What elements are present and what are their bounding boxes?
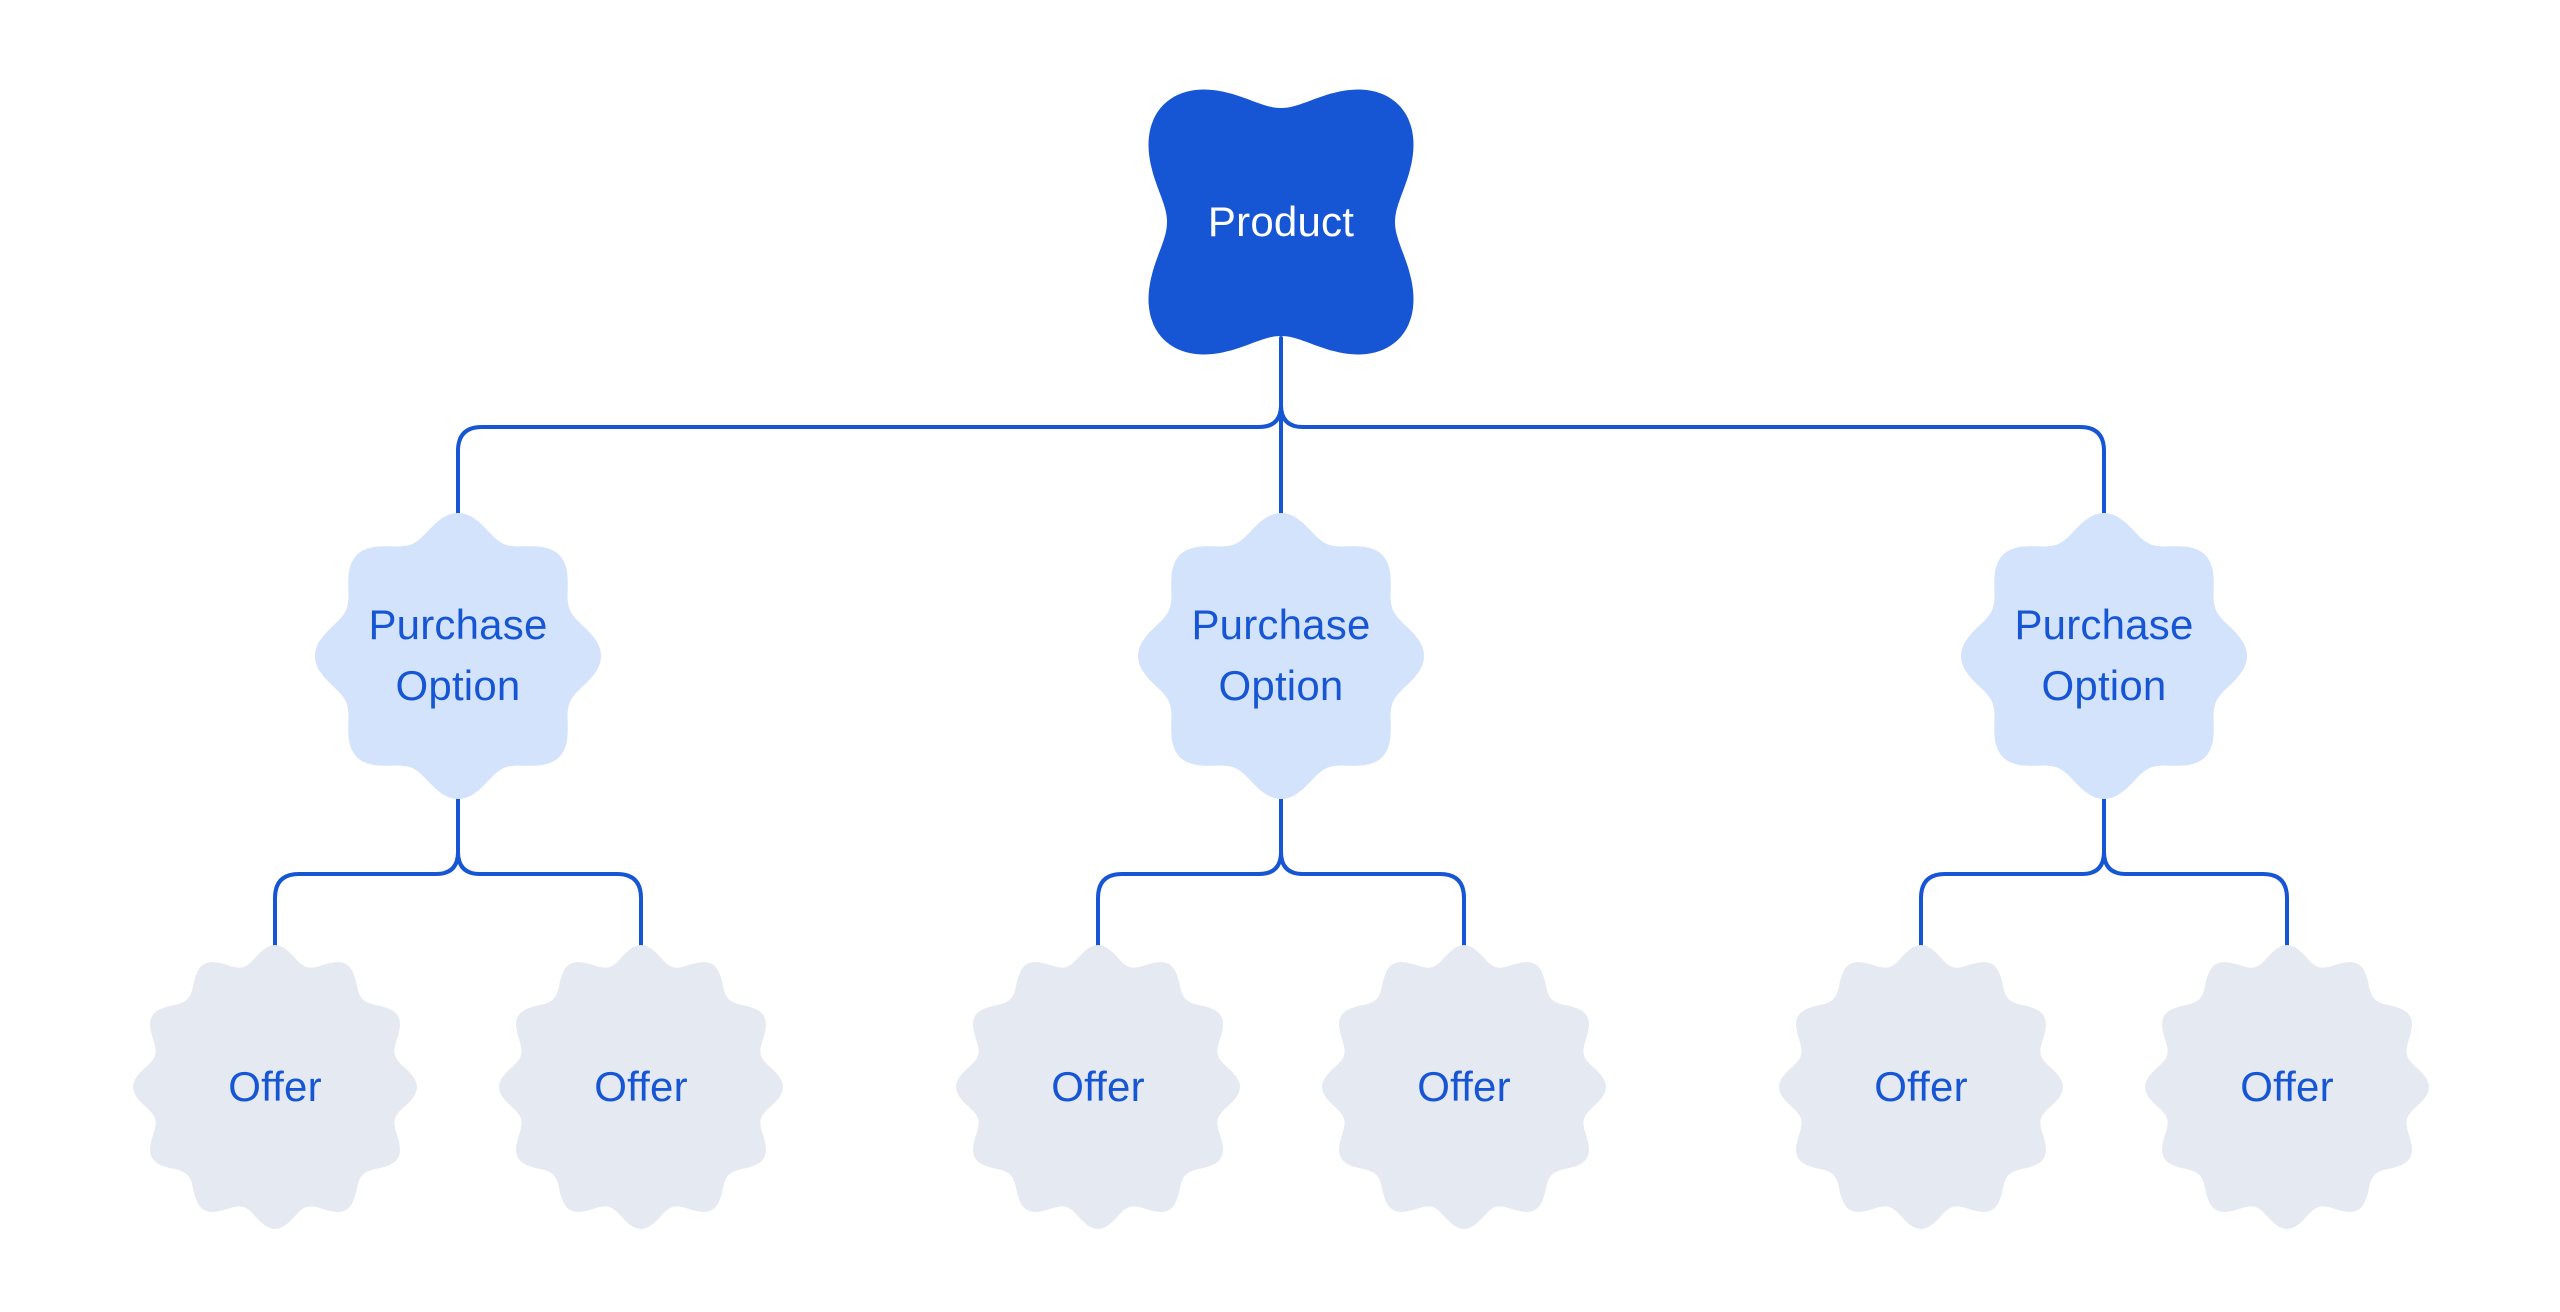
purchase-option-node-2: Purchase Option (1121, 496, 1441, 816)
purchase-option-blob-shape (1961, 513, 2247, 799)
connector-option2-left (1096, 798, 1283, 948)
product-label: Product (1207, 197, 1355, 245)
offer-label: Offer (594, 1062, 688, 1110)
offer-node-4: Offer (1304, 927, 1624, 1247)
offer-blob-shape (956, 945, 1240, 1229)
connector-option1-right (456, 798, 643, 948)
offer-blob-shape (133, 945, 417, 1229)
product-node: Product (1121, 62, 1441, 382)
purchase-option-label: Purchase Option (368, 601, 548, 709)
offer-node-5: Offer (1761, 927, 2081, 1247)
connector-root-right (1279, 403, 2106, 516)
offer-blob-shape (1779, 945, 2063, 1229)
purchase-option-label: Purchase Option (1191, 601, 1371, 709)
offer-label: Offer (1417, 1062, 1511, 1110)
connector-option3-right (2102, 798, 2289, 948)
offer-node-6: Offer (2127, 927, 2447, 1247)
connector-option2-right (1279, 798, 1466, 948)
purchase-option-blob-shape (1138, 513, 1424, 799)
connector-option1-left (273, 798, 460, 948)
offer-node-1: Offer (115, 927, 435, 1247)
offer-label: Offer (1051, 1062, 1145, 1110)
purchase-option-blob-shape (315, 513, 601, 799)
purchase-option-node-1: Purchase Option (298, 496, 618, 816)
product-blob-shape (1148, 89, 1414, 355)
purchase-option-node-3: Purchase Option (1944, 496, 2264, 816)
offer-node-2: Offer (481, 927, 801, 1247)
offer-blob-shape (499, 945, 783, 1229)
offer-node-3: Offer (938, 927, 1258, 1247)
offer-label: Offer (2240, 1062, 2334, 1110)
offer-blob-shape (1322, 945, 1606, 1229)
offer-blob-shape (2145, 945, 2429, 1229)
offer-label: Offer (228, 1062, 322, 1110)
connector-root-left (456, 403, 1283, 516)
purchase-option-label: Purchase Option (2014, 601, 2194, 709)
offer-label: Offer (1874, 1062, 1968, 1110)
connector-option3-left (1919, 798, 2106, 948)
